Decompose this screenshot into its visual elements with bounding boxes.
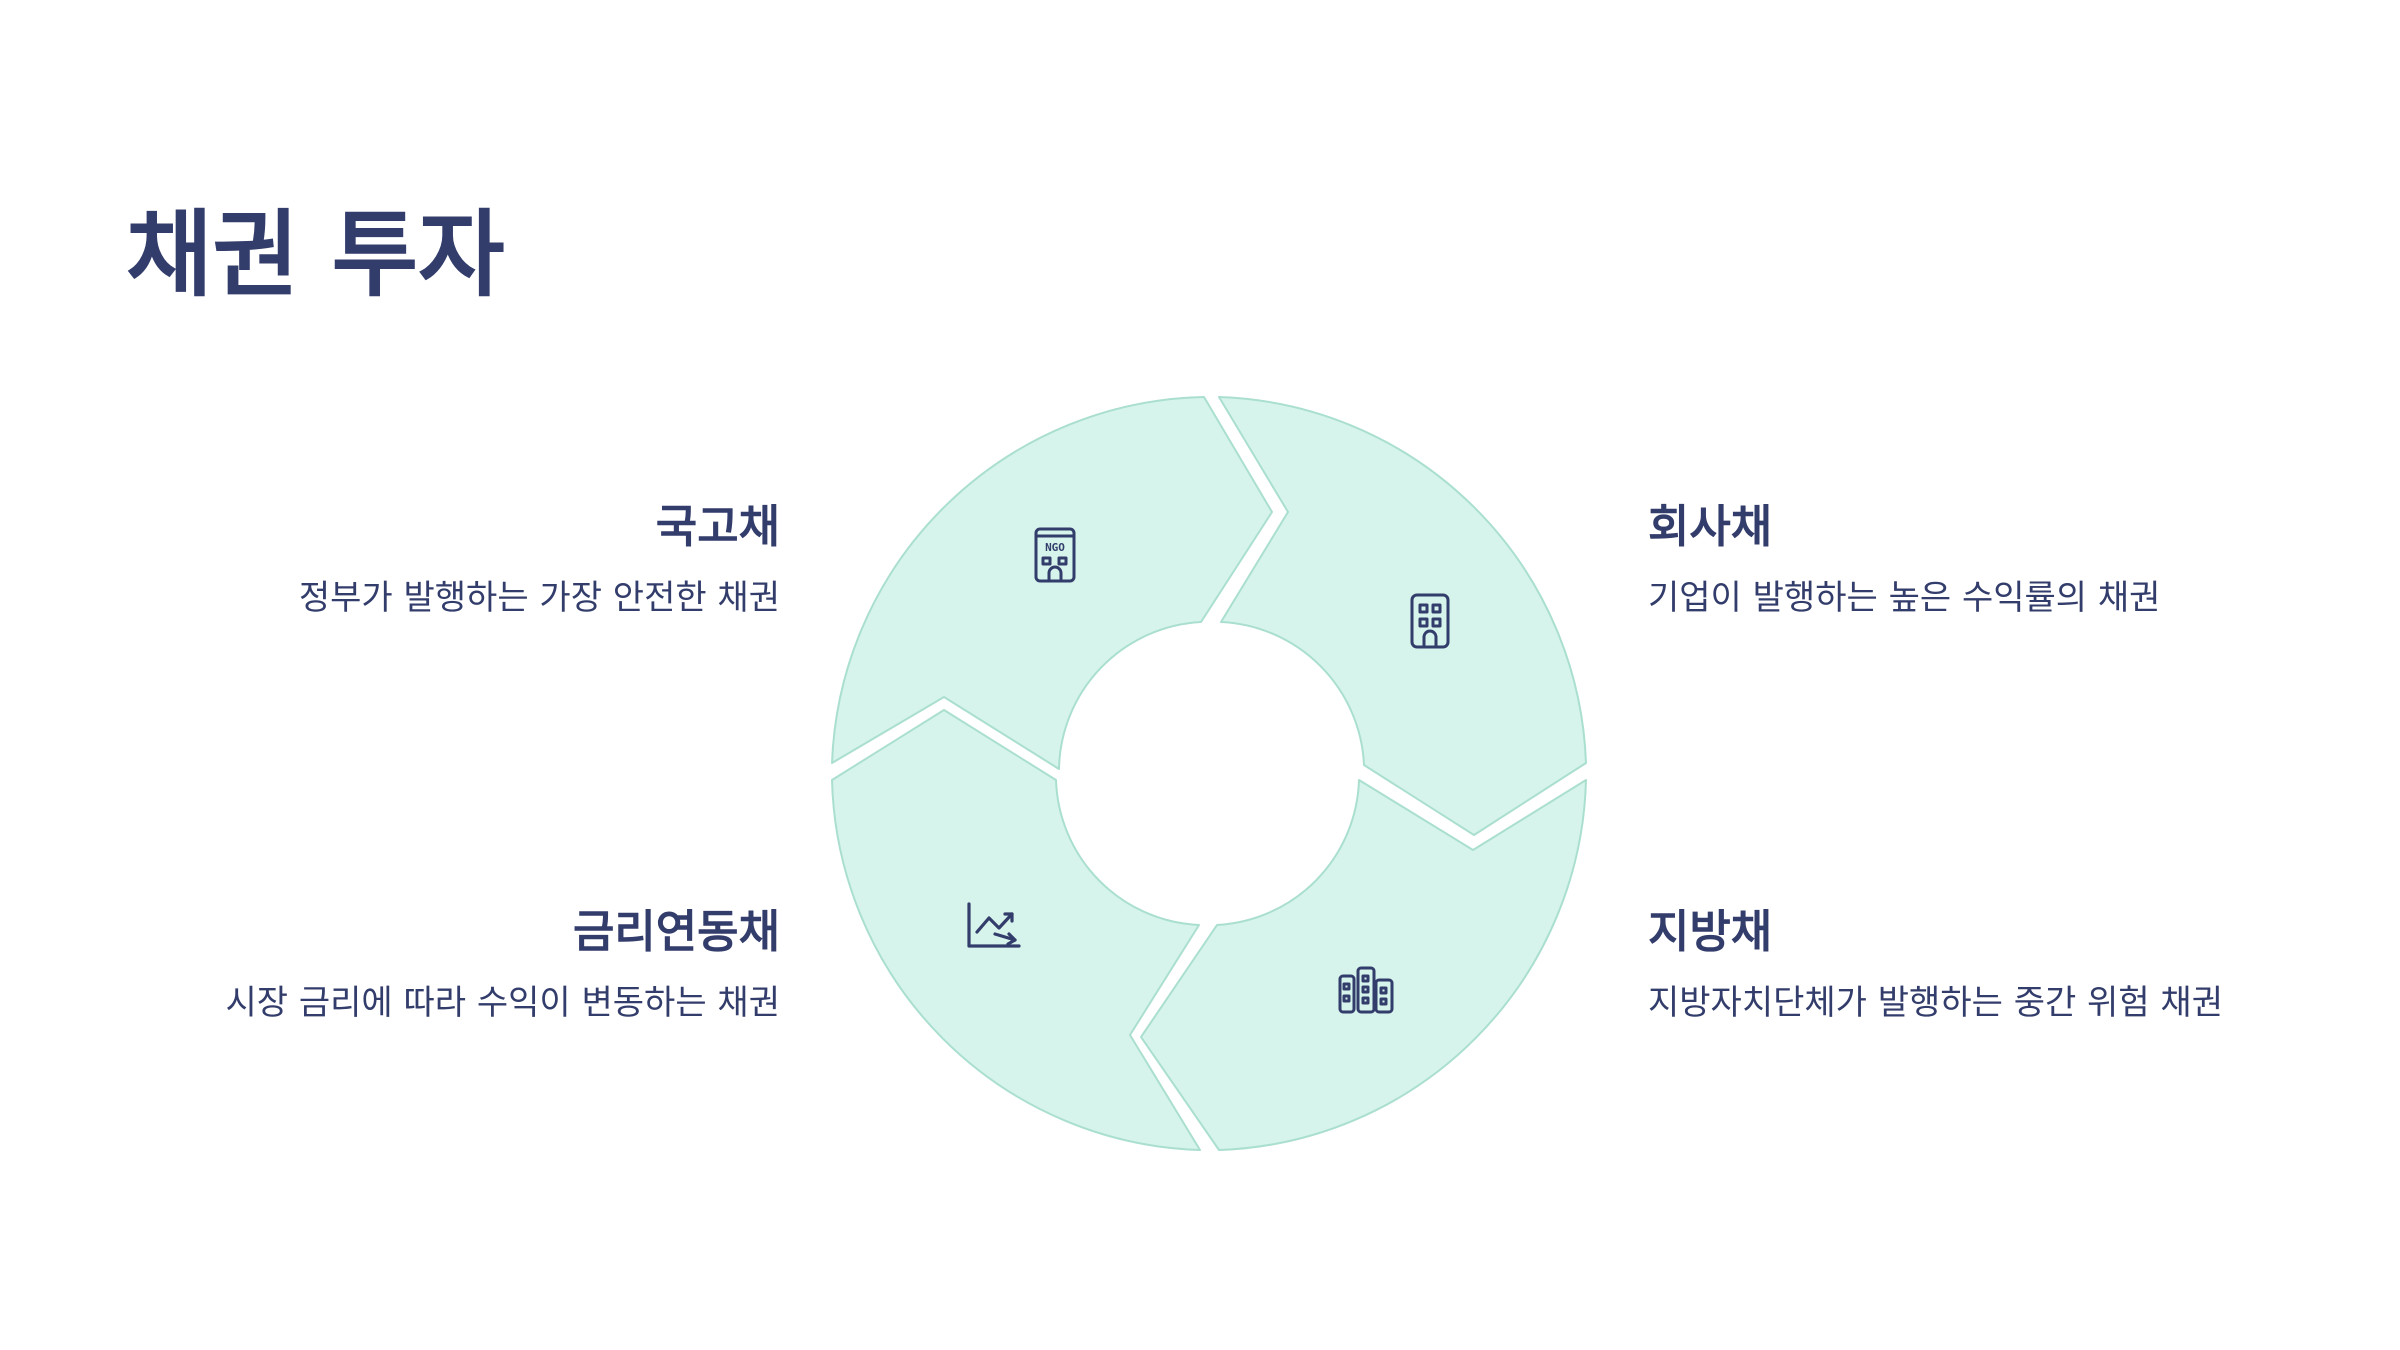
item-floating-rate-bond: 금리연동채 시장 금리에 따라 수익이 변동하는 채권 <box>100 905 780 1025</box>
item-corporate-bond: 회사채 기업이 발행하는 높은 수익률의 채권 <box>1648 500 2328 620</box>
item-title: 회사채 <box>1648 500 1773 553</box>
item-title: 지방채 <box>1648 905 1773 958</box>
segment-top-left <box>831 396 1273 770</box>
segment-bottom-left <box>831 709 1201 1151</box>
city-buildings-icon <box>1338 966 1394 1014</box>
item-municipal-bond: 지방채 지방자치단체가 발행하는 중간 위험 채권 <box>1648 905 2328 1025</box>
item-national-bond: 국고채 정부가 발행하는 가장 안전한 채권 <box>100 500 780 620</box>
item-title: 국고채 <box>655 500 780 553</box>
page-title: 채권 투자 <box>126 201 505 310</box>
svg-text:NGO: NGO <box>1045 541 1065 554</box>
government-building-icon: NGO <box>1034 527 1076 583</box>
item-description: 지방자치단체가 발행하는 중간 위험 채권 <box>1648 983 2223 1023</box>
item-title: 금리연동채 <box>572 905 780 958</box>
item-description: 시장 금리에 따라 수익이 변동하는 채권 <box>225 983 780 1023</box>
office-building-icon <box>1410 593 1450 649</box>
trend-chart-icon <box>967 902 1021 948</box>
segment-top-right <box>1218 396 1587 836</box>
segment-bottom-right <box>1140 779 1587 1151</box>
item-description: 정부가 발행하는 가장 안전한 채권 <box>298 578 780 618</box>
item-description: 기업이 발행하는 높은 수익률의 채권 <box>1648 578 2161 618</box>
